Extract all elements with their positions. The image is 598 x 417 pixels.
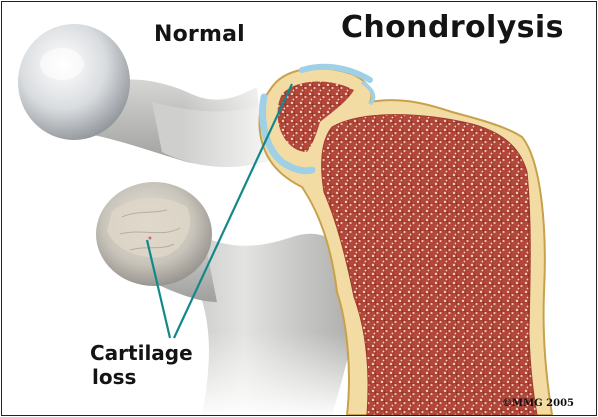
normal-femoral-head: [18, 24, 130, 140]
cartilage-loss-line1: Cartilage: [90, 341, 193, 365]
copyright-notice: ©MMG 2005: [502, 398, 574, 409]
cartilage-loss-line2: loss: [90, 365, 193, 389]
chondrolysis-label: Chondrolysis: [341, 10, 564, 45]
normal-label: Normal: [154, 22, 245, 47]
cartilage-loss-label: Cartilage loss: [90, 341, 193, 389]
normal-femur: [18, 24, 292, 192]
